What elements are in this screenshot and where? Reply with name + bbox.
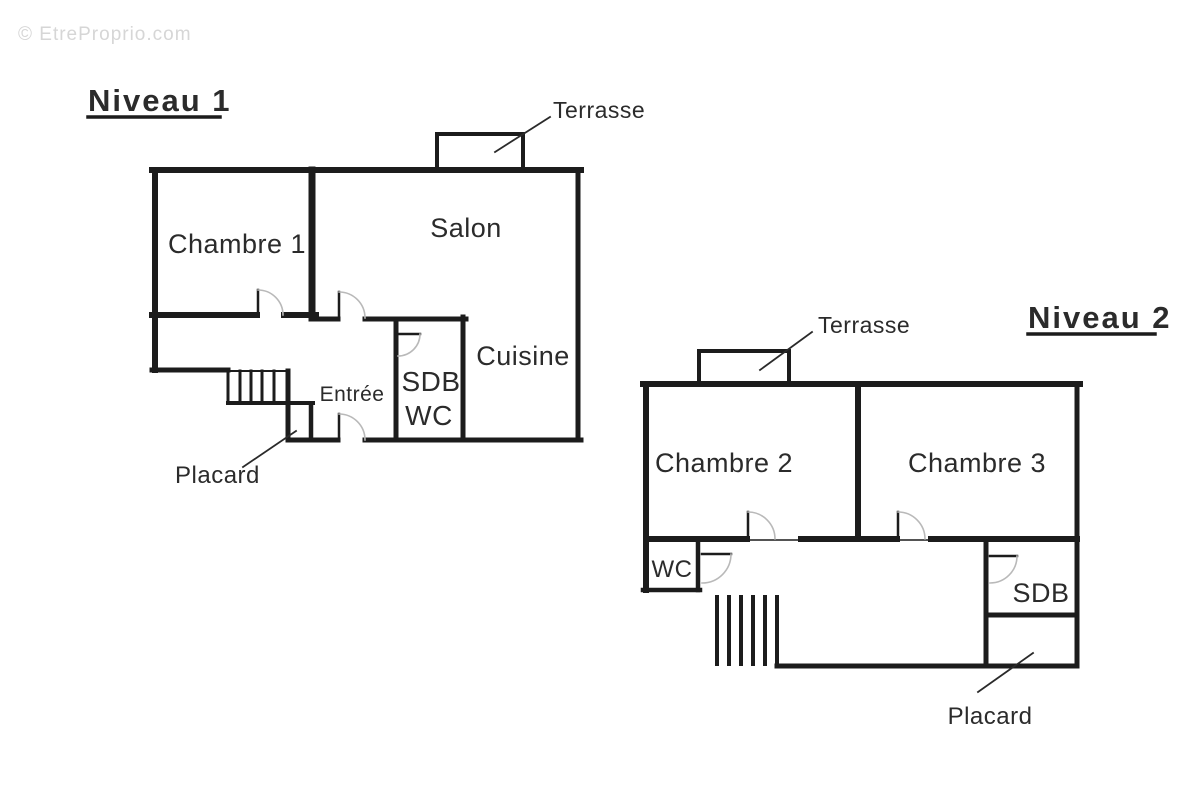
door-arc <box>338 413 366 441</box>
door-arc <box>747 511 776 540</box>
watermark-text: © EtreProprio.com <box>18 24 192 45</box>
level1-title: Niveau 1 <box>88 83 232 118</box>
level2-room-label-wc: WC <box>652 556 693 583</box>
door-arc <box>257 289 284 316</box>
level2-placard-label: Placard <box>948 703 1033 730</box>
terrasse-pointer-line <box>493 115 552 154</box>
level1-door-leaves <box>256 288 422 441</box>
door-arc <box>397 333 421 357</box>
level2-terrace-outline <box>697 349 791 385</box>
level1-placard-walls <box>285 368 314 443</box>
level1-room-label-wc: WC <box>405 400 453 431</box>
level2-terrasse-label: Terrasse <box>818 312 910 338</box>
level1-stairs <box>226 369 315 405</box>
level2-plan: Niveau 2 <box>640 300 1172 730</box>
level1-door-arcs <box>257 289 421 441</box>
level2-labels: Terrasse Chambre 2 Chambre 3 WC SDB Plac… <box>652 312 1070 730</box>
level1-room-label-cuisine: Cuisine <box>476 341 570 371</box>
placard-pointer-line <box>241 429 298 469</box>
level2-room-label-sdb: SDB <box>1012 578 1069 608</box>
level2-door-arcs <box>701 511 1018 584</box>
level1-terrasse-label: Terrasse <box>553 97 645 123</box>
level1-header: Niveau 1 <box>88 83 232 118</box>
level2-title: Niveau 2 <box>1028 300 1172 335</box>
level2-stairs <box>715 595 779 668</box>
level1-room-label-entree: Entrée <box>320 383 385 406</box>
level1-room-label-chambre1: Chambre 1 <box>168 229 306 259</box>
door-arc <box>701 553 732 584</box>
level2-room-label-chambre3: Chambre 3 <box>908 448 1046 478</box>
level2-door-leaves <box>700 510 1019 558</box>
level1-placard-label: Placard <box>175 462 260 489</box>
level2-header: Niveau 2 <box>1028 300 1172 335</box>
level1-room-label-sdb: SDB <box>401 366 460 397</box>
placard-pointer-line <box>976 651 1035 694</box>
level1-terrace-outline <box>435 132 525 171</box>
terrasse-pointer-line <box>758 330 814 372</box>
level2-room-label-chambre2: Chambre 2 <box>655 448 793 478</box>
door-arc <box>897 511 926 540</box>
level1-plan: Niveau 1 <box>86 83 645 489</box>
level1-labels: Terrasse Chambre 1 Salon Cuisine SDB WC … <box>168 97 645 489</box>
door-arc <box>989 555 1018 584</box>
level1-room-label-salon: Salon <box>430 213 502 243</box>
door-arc <box>338 291 366 319</box>
